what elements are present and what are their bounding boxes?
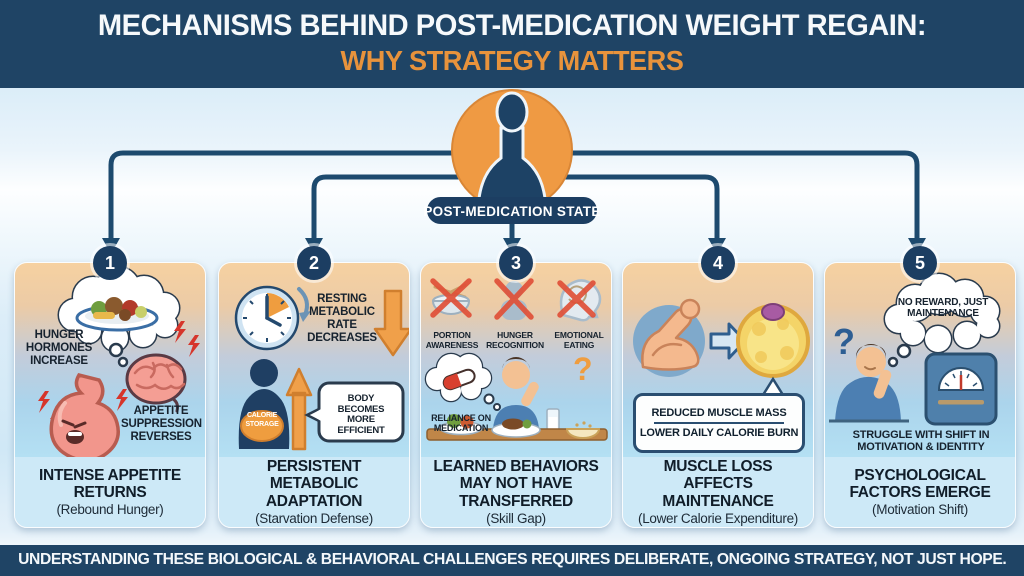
hub-label: POST-MEDICATION STATE xyxy=(423,204,600,219)
no-reward-label: NO REWARD, JUST MAINTENANCE xyxy=(897,297,989,320)
card-5-number-badge: 5 xyxy=(903,246,937,280)
card-2-footer: PERSISTENT METABOLIC ADAPTATION (Starvat… xyxy=(219,457,409,527)
hunger-recognition-label: HUNGER RECOGNITION xyxy=(486,330,544,350)
person-calorie-icon xyxy=(238,359,290,449)
bottom-banner: UNDERSTANDING THESE BIOLOGICAL & BEHAVIO… xyxy=(0,545,1024,576)
speech-bubble xyxy=(304,381,405,443)
card-2-number-badge: 2 xyxy=(297,246,331,280)
card-3-number-badge: 3 xyxy=(499,246,533,280)
reduced-muscle-label: REDUCED MUSCLE MASS xyxy=(651,407,787,419)
card-psychological-factors: 5 xyxy=(824,246,1016,528)
branch-lines xyxy=(108,150,920,240)
muscle-callout-box: REDUCED MUSCLE MASS LOWER DAILY CALORIE … xyxy=(633,393,805,453)
card-4-body: REDUCED MUSCLE MASS LOWER DAILY CALORIE … xyxy=(623,263,813,457)
header: MECHANISMS BEHIND POST-MEDICATION WEIGHT… xyxy=(0,0,1024,88)
clock-icon xyxy=(234,285,311,351)
question-mark: ? xyxy=(573,351,593,387)
hub-person-icon xyxy=(476,91,548,212)
card-3-title: LEARNED BEHAVIORS MAY NOT HAVE TRANSFERR… xyxy=(433,458,599,510)
card-1-number-badge: 1 xyxy=(93,246,127,280)
struggle-label: STRUGGLE WITH SHIFT IN MOTIVATION & IDEN… xyxy=(852,429,990,454)
card-1-subtitle: (Rebound Hunger) xyxy=(56,502,164,518)
card-3-footer: LEARNED BEHAVIORS MAY NOT HAVE TRANSFERR… xyxy=(421,457,611,527)
card-1-title: INTENSE APPETITE RETURNS xyxy=(39,466,181,501)
thinking-man-icon xyxy=(829,344,909,423)
card-4-subtitle: (Lower Calorie Expenditure) xyxy=(638,510,798,526)
person-at-table xyxy=(426,357,608,441)
card-3-subtitle: (Skill Gap) xyxy=(486,510,546,526)
portion-awareness-label: PORTION AWARENESS xyxy=(425,330,479,350)
callout-divider xyxy=(654,422,784,424)
card-rebound-hunger: 1 xyxy=(14,246,206,528)
hub-label-pill: POST-MEDICATION STATE xyxy=(423,197,600,224)
pill-icon xyxy=(442,368,476,391)
stomach-icon xyxy=(49,372,120,457)
scale-icon xyxy=(924,352,998,426)
rmr-label: RESTING METABOLIC RATE DECREASES xyxy=(307,293,377,344)
lower-burn-label: LOWER DAILY CALORIE BURN xyxy=(639,427,799,439)
card-2-subtitle: (Starvation Defense) xyxy=(255,510,373,526)
reliance-medication-label: RELIANCE ON MEDICATION xyxy=(431,413,491,434)
card-1-footer: INTENSE APPETITE RETURNS (Rebound Hunger… xyxy=(15,457,205,527)
card-learned-behaviors: 3 xyxy=(420,246,612,528)
card-metabolic-adaptation: 2 xyxy=(218,246,410,528)
brain-icon xyxy=(125,353,187,413)
bicep-icon xyxy=(633,298,705,377)
card-2-body: RESTING METABOLIC RATE DECREASES CALORIE… xyxy=(219,263,409,457)
page-title: MECHANISMS BEHIND POST-MEDICATION WEIGHT… xyxy=(97,9,927,42)
card-5-subtitle: (Motivation Shift) xyxy=(872,502,968,518)
red-x-icons xyxy=(430,278,596,320)
medication-thought-bubble xyxy=(424,352,501,411)
fat-cell-icon xyxy=(736,303,810,378)
food-plate-icon xyxy=(75,297,159,332)
card-4-footer: MUSCLE LOSS AFFECTS MAINTENANCE (Lower C… xyxy=(623,457,813,527)
page-subtitle: WHY STRATEGY MATTERS xyxy=(340,45,684,76)
question-mark: ? xyxy=(833,321,855,362)
card-3-body: PORTION AWARENESS HUNGER RECOGNITION EMO… xyxy=(421,263,611,457)
card-5-title: PSYCHOLOGICAL FACTORS EMERGE xyxy=(849,466,991,501)
emotional-eating-label: EMOTIONAL EATING xyxy=(554,330,604,350)
calorie-storage-label: CALORIE STORAGE xyxy=(245,412,279,428)
connector-arrows: POST-MEDICATION STATE xyxy=(102,89,926,254)
card-5-footer: PSYCHOLOGICAL FACTORS EMERGE (Motivation… xyxy=(825,457,1015,527)
card-2-title: PERSISTENT METABOLIC ADAPTATION xyxy=(265,458,363,510)
thought-bubble xyxy=(883,272,1001,368)
card-4-title: MUSCLE LOSS AFFECTS MAINTENANCE xyxy=(662,458,774,510)
storage-up-arrow-icon xyxy=(285,367,313,451)
bottom-banner-text: UNDERSTANDING THESE BIOLOGICAL & BEHAVIO… xyxy=(17,551,1007,568)
card-muscle-loss: 4 xyxy=(622,246,814,528)
card-1-body: HUNGER HORMONES INCREASE APPETITE SUPPRE… xyxy=(15,263,205,457)
hunger-hormones-label: HUNGER HORMONES INCREASE xyxy=(25,329,93,367)
body-efficient-label: BODY BECOMES MORE EFFICIENT xyxy=(337,393,385,436)
hub-icon xyxy=(451,89,573,212)
card-5-body: NO REWARD, JUST MAINTENANCE ? STRUGGLE W… xyxy=(825,263,1015,457)
card-4-number-badge: 4 xyxy=(701,246,735,280)
appetite-suppression-label: APPETITE SUPPRESSION REVERSES xyxy=(121,405,202,443)
metabolic-down-arrow-icon xyxy=(373,289,409,357)
